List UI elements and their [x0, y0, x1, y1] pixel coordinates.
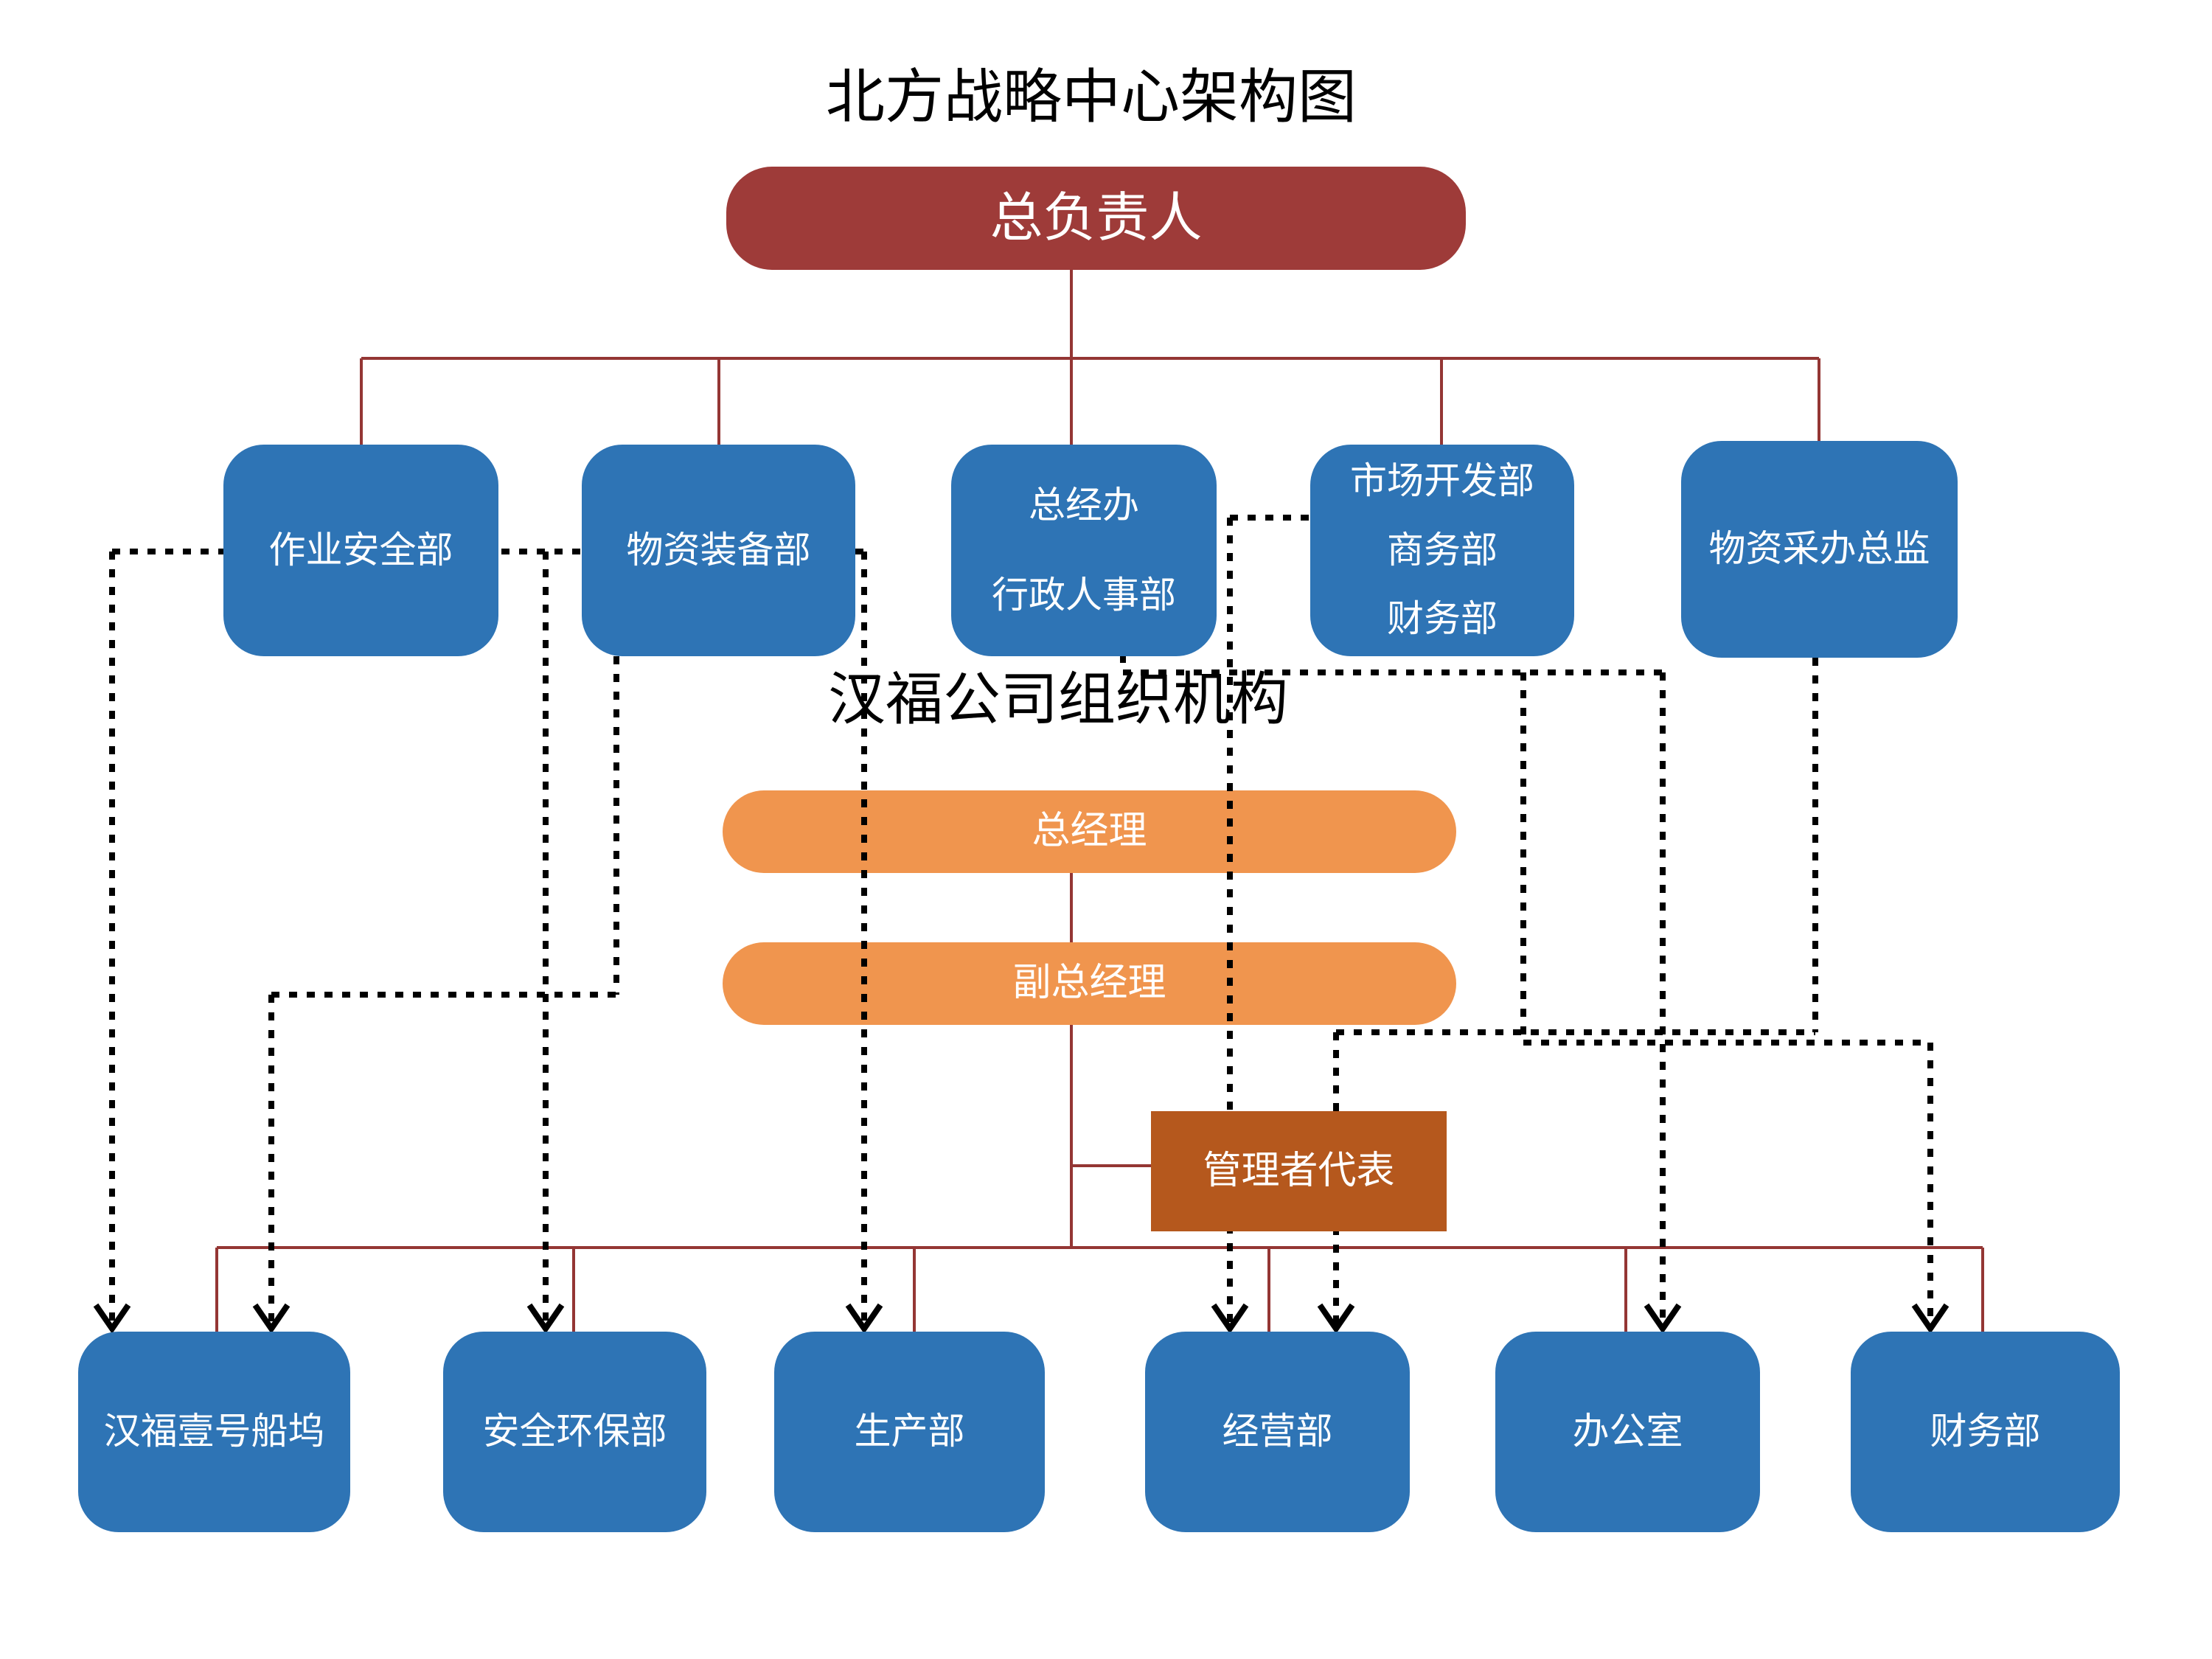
box-label: 作业安全部 [268, 529, 453, 571]
box-finance-dept: 财务部 [1851, 1332, 2120, 1532]
box-general-director-label: 总负责人 [990, 188, 1203, 248]
bar-deputy-general-manager: 副总经理 [723, 942, 1456, 1025]
bar-general-manager-label: 总经理 [1032, 810, 1147, 853]
box-operation-safety-dept: 作业安全部 [223, 445, 498, 656]
box-label: 经营部 [1222, 1411, 1333, 1453]
box-label: 生产部 [854, 1411, 965, 1453]
box-general-director: 总负责人 [726, 167, 1466, 270]
box-material-procurement-director: 物资采办总监 [1681, 441, 1958, 658]
box-label: 汉福壹号船坞 [103, 1411, 325, 1453]
arrowheads [93, 1303, 1950, 1335]
box-label-line: 市场开发部 [1350, 460, 1534, 502]
red-connectors-bottom [215, 873, 1984, 1332]
box-label: 安全环保部 [482, 1411, 667, 1453]
section-title: 汉福公司组织机构 [827, 667, 1288, 731]
box-production-dept: 生产部 [774, 1332, 1045, 1532]
box-market-commerce-finance-dept: 市场开发部 商务部 财务部 [1310, 445, 1574, 656]
box-label-line: 财务部 [1387, 598, 1498, 640]
box-label: 物资采办总监 [1708, 528, 1930, 570]
bar-deputy-general-manager-label: 副总经理 [1012, 961, 1166, 1005]
red-connectors-top [360, 268, 1820, 445]
box-label-line: 总经办 [1029, 484, 1139, 526]
page-title: 北方战略中心架构图 [826, 64, 1357, 130]
box-management-representative-label: 管理者代表 [1203, 1149, 1395, 1192]
box-material-equipment-dept: 物资装备部 [582, 445, 855, 656]
box-office: 办公室 [1495, 1332, 1760, 1532]
box-gm-office-hr-dept: 总经办 行政人事部 [951, 445, 1217, 656]
box-label: 财务部 [1930, 1411, 2041, 1453]
box-label: 办公室 [1572, 1411, 1683, 1453]
box-operations-dept: 经营部 [1145, 1332, 1410, 1532]
box-label-line: 商务部 [1387, 529, 1498, 571]
box-label: 物资装备部 [626, 529, 811, 571]
box-management-representative: 管理者代表 [1151, 1111, 1447, 1231]
box-safety-environment-dept: 安全环保部 [443, 1332, 706, 1532]
bar-general-manager: 总经理 [723, 790, 1456, 873]
box-label-line: 行政人事部 [992, 574, 1176, 616]
box-hanfu-no1-dock: 汉福壹号船坞 [78, 1332, 350, 1532]
